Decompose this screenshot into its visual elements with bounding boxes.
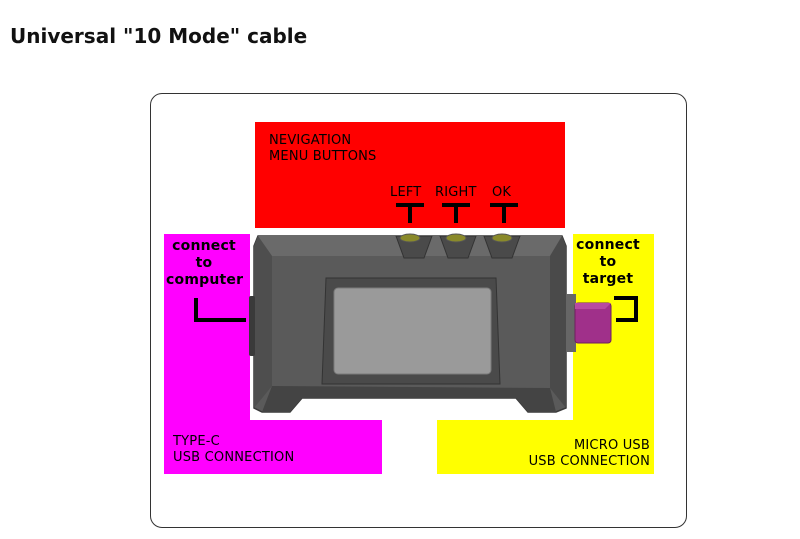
page-title: Universal "10 Mode" cable [10, 24, 308, 48]
left-button [399, 233, 421, 243]
navigation-label-line2: MENU BUTTONS [269, 149, 377, 164]
connect-to-computer-label: connect to computer [166, 238, 244, 289]
right-button-label: RIGHT [435, 185, 477, 200]
micro-usb-label: MICRO USB USB CONNECTION [500, 438, 650, 470]
connector-highlight [575, 303, 611, 309]
device-bottom-bevel [262, 386, 556, 412]
ok-button-label: OK [492, 185, 512, 200]
type-c-line2: USB CONNECTION [173, 450, 295, 465]
device-left-face [254, 236, 272, 408]
connect-target-line2: to [599, 254, 617, 270]
micro-usb-line1: MICRO USB [573, 438, 650, 453]
type-c-line1: TYPE-C [173, 434, 220, 449]
connect-target-line1: connect [576, 237, 640, 253]
connect-to-target-label: connect to target [575, 237, 641, 288]
navigation-label: NEVIGATION MENU BUTTONS [269, 133, 377, 165]
left-button-label: LEFT [390, 185, 422, 200]
connect-target-line3: target [582, 271, 634, 287]
navigation-label-line1: NEVIGATION [269, 133, 352, 148]
type-c-bracket [194, 298, 246, 322]
ok-button [491, 233, 513, 243]
display-screen [333, 287, 492, 375]
type-c-label: TYPE-C USB CONNECTION [173, 434, 294, 466]
connect-computer-line2: to [195, 255, 213, 271]
right-button [445, 233, 467, 243]
connect-computer-line3: computer [166, 272, 244, 288]
micro-usb-line2: USB CONNECTION [528, 454, 650, 469]
device-right-face [550, 236, 566, 408]
micro-usb-bracket [614, 296, 638, 322]
type-c-port [249, 296, 255, 356]
button-markers [396, 203, 518, 223]
connector-collar [566, 294, 576, 352]
micro-usb-callout-box-bottom [437, 420, 654, 474]
type-c-callout-box-bottom [164, 420, 382, 474]
connect-computer-line1: connect [172, 238, 236, 254]
